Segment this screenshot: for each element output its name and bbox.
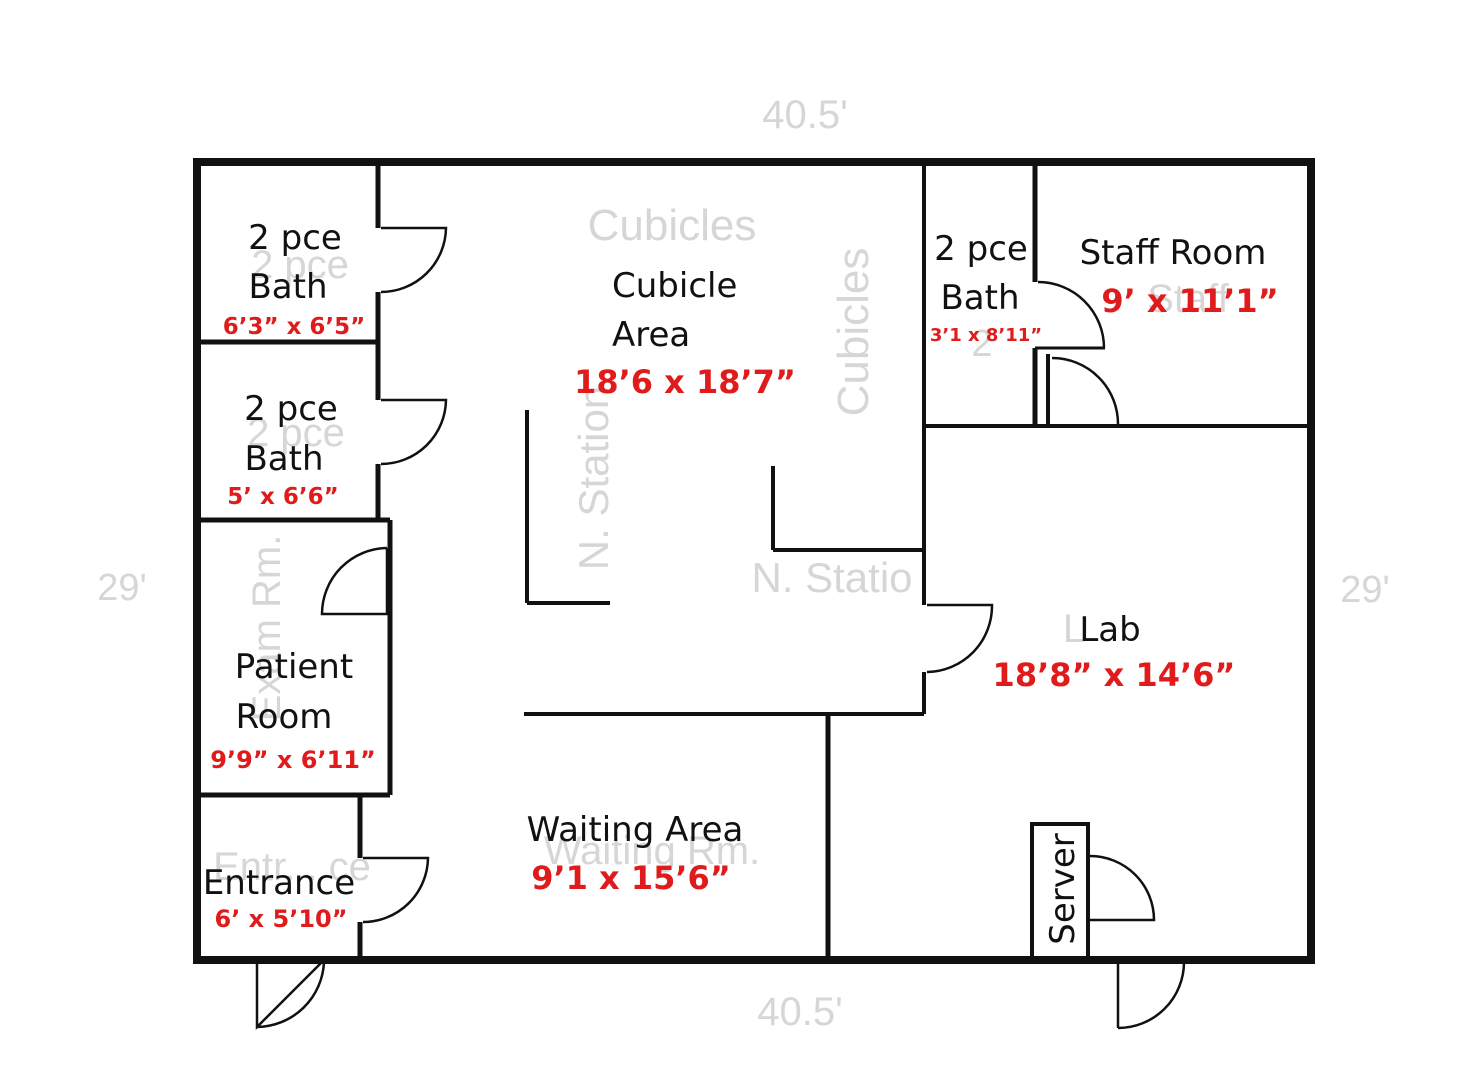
ghost-entrance: Entr... ce	[213, 845, 371, 889]
outer-wall	[193, 158, 1315, 964]
outer-dim-left: 29'	[97, 567, 147, 609]
walls	[193, 158, 1315, 964]
bath1-name-line2: Bath	[248, 267, 327, 307]
ghost-n-station-vertical: N. Station	[570, 386, 617, 570]
entrance-size: 6’ x 5’10”	[215, 905, 348, 933]
ghost-n-station-horizontal: N. Statio	[751, 554, 912, 601]
bath2-name-line2: Bath	[244, 439, 323, 479]
cubicle-area-name-line2: Area	[612, 315, 690, 355]
ghost-staff: Staff	[1147, 277, 1229, 321]
outer-dim-right: 29'	[1340, 569, 1390, 611]
door-patient-room	[320, 546, 389, 616]
ghost-cubicles-vertical: Cubicles	[829, 248, 878, 417]
staff-room-size: 9’ x 11’1”	[1101, 282, 1278, 320]
ghost-bath3: 2	[971, 323, 992, 365]
waiting-area-name: Waiting Area	[527, 810, 744, 850]
server-closet	[1030, 822, 1090, 960]
outer-dim-top: 40.5'	[762, 93, 848, 137]
doors	[255, 226, 1186, 1031]
door-lab	[926, 603, 994, 674]
ghost-cubicles-top: Cubicles	[588, 201, 757, 250]
ghost-bath1: 2 pce	[251, 243, 349, 287]
bath3-name-line1: 2 pce	[934, 229, 1028, 269]
bath2-size: 5’ x 6’6”	[227, 484, 338, 510]
lab-size: 18’8” x 14’6”	[993, 656, 1236, 694]
door-entrance-exterior	[255, 959, 326, 1031]
ghost-waiting-rm: Waiting Rm.	[544, 829, 760, 873]
bath1-size: 6’3” x 6’5”	[223, 314, 366, 340]
bath3-size: 3’1 x 8’11”	[930, 325, 1042, 346]
lab-name: Lab	[1079, 610, 1140, 650]
room-labels: 2 pce Bath 6’3” x 6’5” 2 pce Bath 5’ x 6…	[203, 218, 1279, 945]
door-lab-exterior	[1116, 961, 1186, 1030]
door-bath2	[380, 398, 448, 466]
staff-room-name: Staff Room	[1080, 233, 1267, 273]
patient-room-size: 9’9” x 6’11”	[210, 746, 375, 774]
ghost-bath2: 2 pce	[247, 411, 345, 455]
entrance-name: Entrance	[203, 863, 355, 903]
cubicle-area-size: 18’6 x 18’7”	[574, 363, 796, 401]
ghost-labels: 40.5' 40.5' 29' 29' Cubicles Cubicles N.…	[97, 93, 1390, 1034]
patient-room-name-line2: Room	[236, 697, 333, 737]
door-staff-room	[1051, 356, 1120, 425]
patient-room-name-line1: Patient	[235, 647, 353, 687]
waiting-area-size: 9’1 x 15’6”	[531, 859, 731, 897]
bath1-name-line1: 2 pce	[248, 218, 342, 258]
door-entrance-interior	[362, 856, 430, 924]
bath3-name-line2: Bath	[940, 278, 1019, 318]
outer-dim-bottom: 40.5'	[757, 990, 843, 1034]
door-bath3	[1037, 280, 1106, 349]
bath2-name-line1: 2 pce	[244, 389, 338, 429]
cubicle-area-name-line1: Cubicle	[612, 266, 737, 306]
server-name: Server	[1043, 833, 1083, 945]
ghost-lab: L	[1063, 607, 1085, 651]
door-bath1	[380, 226, 448, 294]
door-server	[1089, 854, 1156, 922]
ghost-exam-rm: Exam Rm.	[245, 535, 289, 722]
